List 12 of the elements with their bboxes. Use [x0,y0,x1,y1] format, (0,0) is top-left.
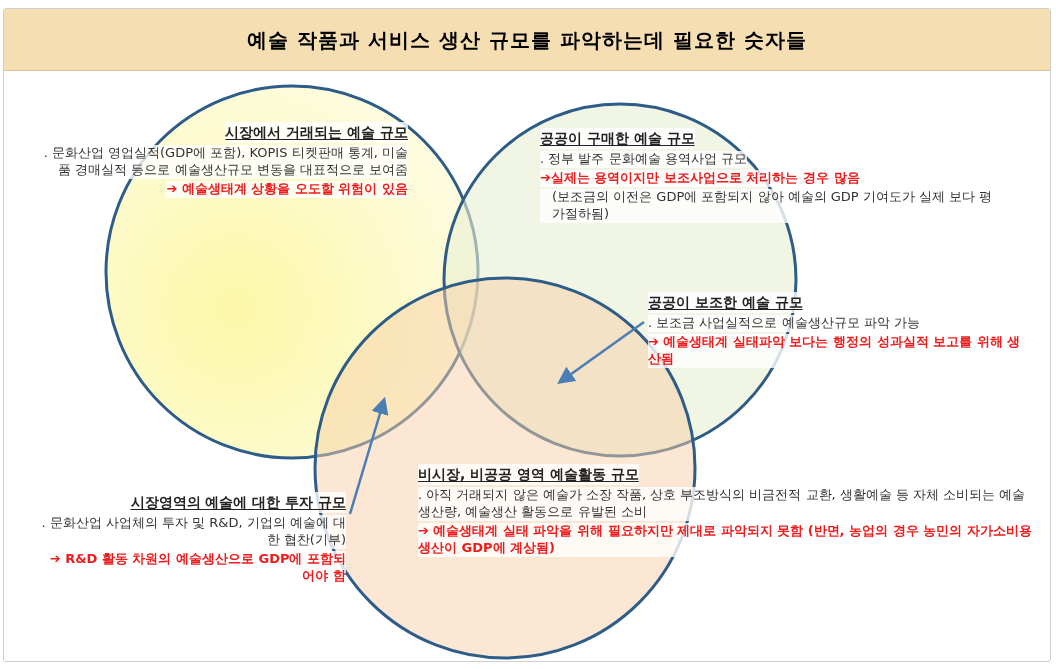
body-text: . 보조금 사업실적으로 예술생산규모 파악 가능 [648,315,920,332]
note-text: ➔실제는 용역이지만 보조사업으로 처리하는 경우 많음 [540,169,860,187]
heading-text: 시장영역의 예술에 대한 투자 규모 [130,492,346,513]
heading-text: 비시장, 비공공 영역 예술활동 규모 [418,464,639,485]
arrow [348,396,389,515]
title-text: 예술 작품과 서비스 생산 규모를 파악하는데 필요한 숫자들 [247,26,807,54]
body-text: . 정부 발주 문화예술 용역사업 규모 [540,151,747,168]
heading-text: 공공이 구매한 예술 규모 [540,128,695,149]
arrow [557,321,645,385]
body-text: . 문화산업 사업체의 투자 및 R&D, 기업의 예술에 대한 협찬(기부) [40,515,346,549]
heading-text: 시장에서 거래되는 예술 규모 [225,122,408,143]
heading-text: 공공이 보조한 예술 규모 [648,292,803,313]
